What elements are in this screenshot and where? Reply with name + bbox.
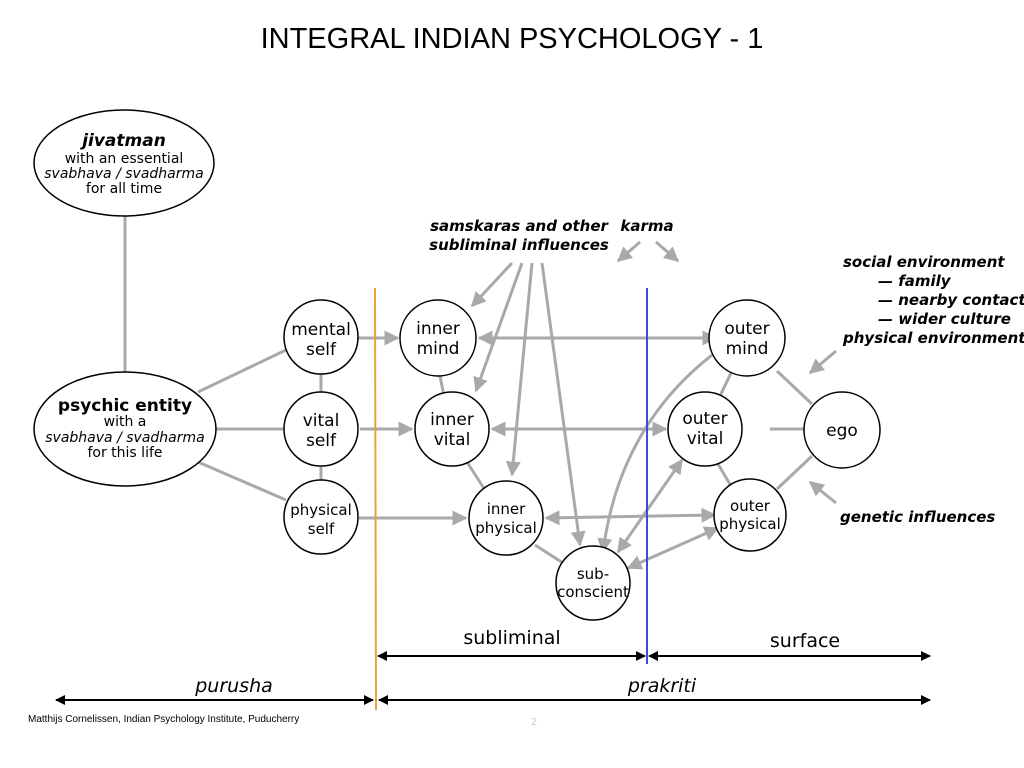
inner-physical-label-2: physical	[475, 519, 537, 537]
purusha-prakriti-divider	[374, 287, 377, 711]
samskara-arrow-subconscient	[540, 262, 586, 547]
environment-to-ego-arrow	[808, 349, 837, 375]
connectors	[123, 216, 814, 565]
vital-self-label-1: vital	[303, 411, 340, 431]
outermind-ego-connector	[775, 369, 814, 406]
arrows	[358, 240, 837, 570]
outermind-outervital-connector	[718, 370, 734, 397]
karma-label: karma	[620, 217, 673, 235]
subconscient-outerphysical-arrow	[626, 526, 720, 570]
inner-vital-label-2: vital	[434, 430, 471, 450]
jivatman-line1: with an essential	[65, 151, 184, 167]
inner-mind-label-1: inner	[416, 319, 460, 339]
vital-self-label-2: self	[306, 431, 337, 451]
psychic-entity-line3: for this life	[87, 445, 162, 461]
inner-vital-node	[414, 391, 490, 467]
nodes	[283, 299, 881, 621]
mental-self-node	[283, 299, 359, 375]
samskaras-label-1: samskaras and other	[430, 217, 609, 235]
outer-physical-label-2: physical	[719, 515, 781, 533]
jivatman-line2: svabhava / svadharma	[44, 166, 203, 182]
prakriti-label: prakriti	[627, 675, 697, 697]
karma-arrow-left	[616, 240, 641, 263]
nearby-contacts-label: — nearby contacts	[878, 291, 1024, 309]
outer-vital-node	[667, 391, 743, 467]
inner-mind-label-2: mind	[417, 339, 460, 359]
samskara-arrow-innerphysical	[505, 262, 534, 477]
outer-mind-label-2: mind	[726, 339, 769, 359]
outer-vital-label-2: vital	[687, 429, 724, 449]
jivatman-oval	[33, 109, 215, 217]
inner-physical-label-1: inner	[487, 500, 526, 518]
page-number: 2	[531, 717, 537, 728]
psychic-entity-oval	[33, 371, 217, 487]
psychic-entity-name: psychic entity	[58, 396, 192, 416]
psychic-entity-line1: with a	[104, 414, 147, 430]
physical-self-node	[283, 479, 359, 555]
innerphysical-subconscient-connector	[534, 543, 564, 565]
inner-vital-label-1: inner	[430, 410, 474, 430]
outervital-outerphysical-connector	[716, 463, 733, 487]
subconscient-outervital-arrow	[616, 458, 684, 554]
physical-self-label-2: self	[308, 520, 335, 538]
outer-physical-node	[713, 478, 787, 552]
outerphysical-ego-connector	[775, 454, 814, 491]
jivatman-line3: for all time	[86, 181, 162, 197]
subconscient-label-1: sub-	[577, 565, 609, 583]
subliminal-label: subliminal	[463, 627, 560, 649]
samskara-arrow-innervital	[473, 262, 524, 393]
samskara-arrow-innermind	[470, 261, 514, 308]
innervital-innerphysical-connector	[465, 461, 487, 491]
inner-physical-node	[468, 480, 544, 556]
outer-mind-node	[708, 299, 786, 377]
karma-arrow-right	[655, 240, 680, 263]
genetic-to-ego-arrow	[808, 480, 837, 505]
innerphysical-outerphysical-arrow	[544, 507, 717, 526]
physical-self-label-1: physical	[290, 501, 352, 519]
physical-environment-label: physical environment	[842, 329, 1024, 347]
mental-self-label-1: mental	[291, 320, 351, 340]
outer-vital-label-1: outer	[682, 409, 727, 429]
psychic-physical-connector	[197, 460, 287, 502]
range-arrows	[55, 651, 931, 705]
ego-node	[803, 391, 881, 469]
ego-label: ego	[826, 421, 858, 441]
outer-physical-label-1: outer	[730, 497, 771, 515]
family-label: — family	[878, 272, 952, 290]
subconscient-node	[555, 545, 631, 621]
inner-mind-node	[399, 299, 477, 377]
social-environment-label: social environment	[843, 253, 1005, 271]
subconscient-label-2: conscient	[557, 583, 629, 601]
outer-mind-label-1: outer	[724, 319, 769, 339]
psychic-entity-line2: svabhava / svadharma	[45, 430, 204, 446]
purusha-label: purusha	[194, 675, 273, 697]
surface-label: surface	[770, 630, 840, 652]
genetic-influences-label: genetic influences	[840, 508, 995, 526]
jivatman-name: jivatman	[79, 131, 166, 151]
mental-self-label-2: self	[306, 340, 337, 360]
samskaras-label-2: subliminal influences	[429, 236, 609, 254]
vital-self-node	[283, 391, 359, 467]
subconscient-outermind-arrow	[597, 344, 726, 554]
psychic-mental-connector	[197, 348, 287, 394]
page-title: INTEGRAL INDIAN PSYCHOLOGY - 1	[261, 23, 764, 55]
wider-culture-label: — wider culture	[878, 310, 1011, 328]
footer-credit: Matthijs Cornelissen, Indian Psychology …	[28, 714, 299, 725]
